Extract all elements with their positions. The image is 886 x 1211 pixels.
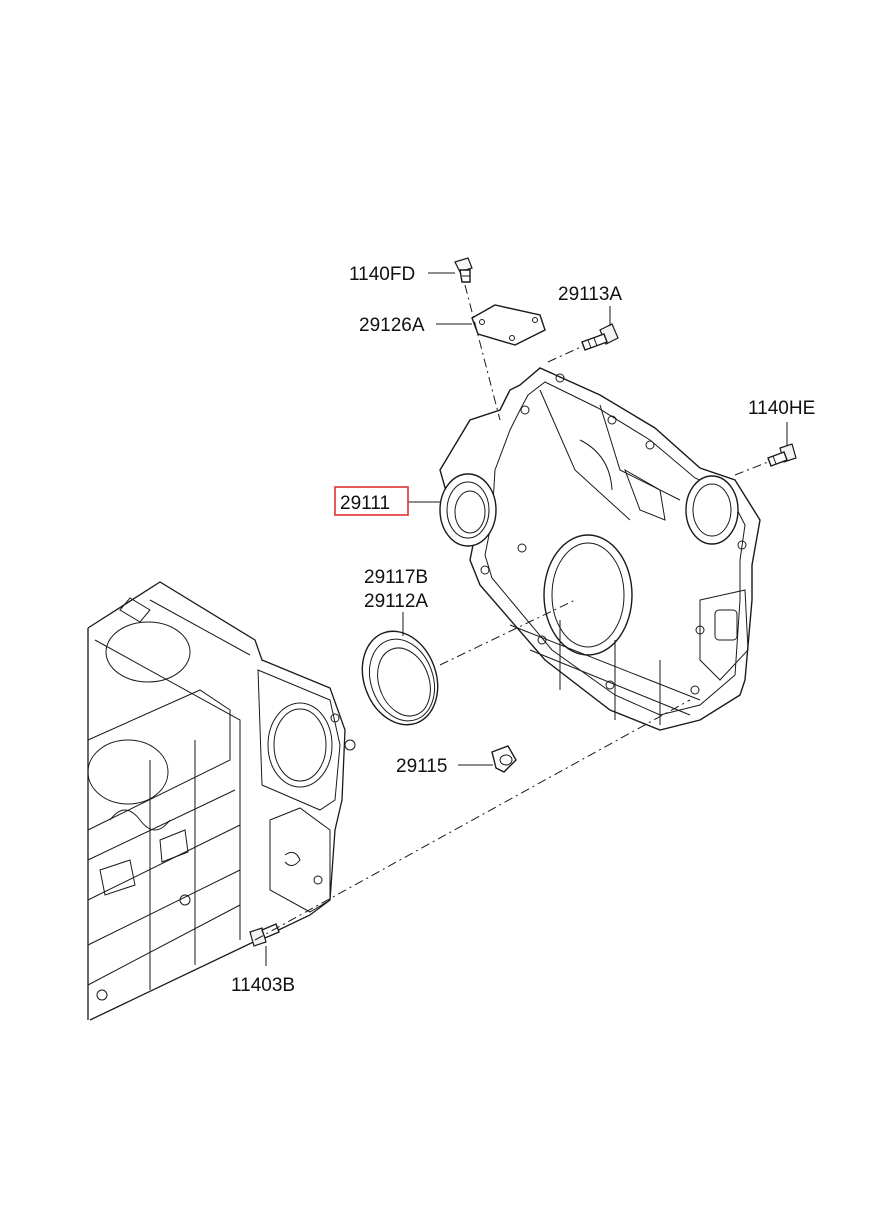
cover-plate-drawing [471,304,546,346]
callout-29126a[interactable]: 29126A [359,315,425,336]
callout-29111[interactable]: 29111 [340,493,390,514]
callout-29113a[interactable]: 29113A [558,284,622,305]
callout-1140fd[interactable]: 1140FD [349,264,415,285]
alignment-lines [254,284,769,941]
callout-29117b[interactable]: 29117B [364,567,428,588]
callout-29112a[interactable]: 29112A [364,591,428,612]
bolt-bottom-drawing [249,923,280,947]
oil-seal-drawing [361,630,439,726]
callout-29115[interactable]: 29115 [396,756,447,777]
dowel-drawing [491,745,517,773]
callout-11403b[interactable]: 11403B [231,975,295,996]
callout-1140he[interactable]: 1140HE [748,398,815,419]
bolt-top-drawing [454,257,473,283]
bolt-cover-drawing [581,323,619,351]
bolt-right-drawing [767,443,797,467]
engine-block-drawing [87,581,356,1021]
leader-lines [265,272,788,966]
highlight-box [334,486,409,516]
timing-cover-drawing [439,367,761,731]
